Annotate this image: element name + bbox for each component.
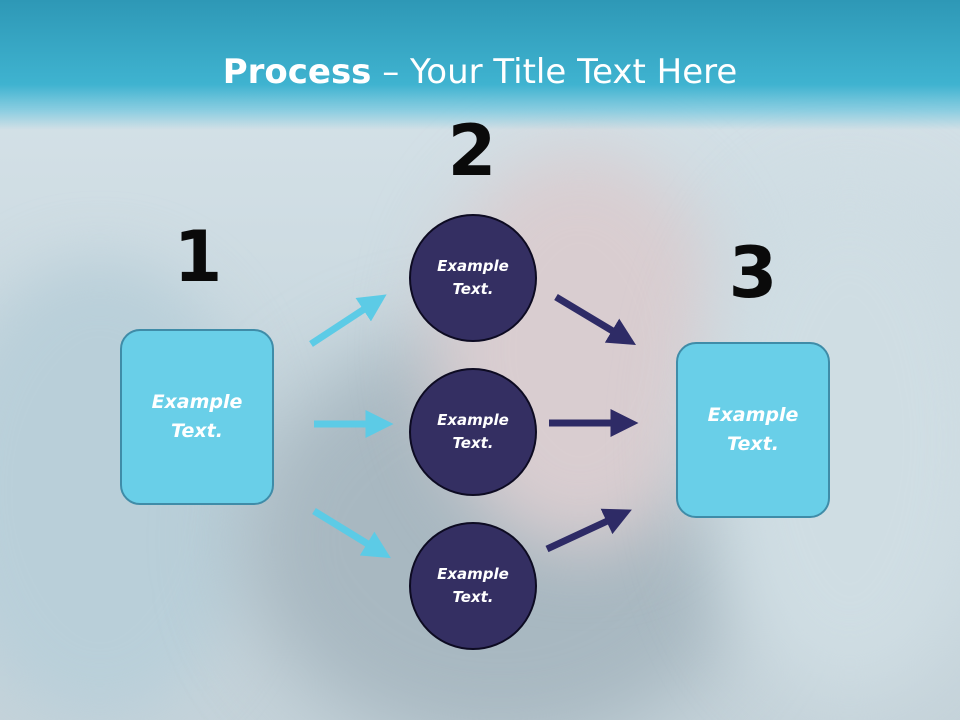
step-3-box[interactable]: Example Text.: [676, 342, 830, 518]
step-3-text: Example Text.: [707, 404, 799, 455]
arrow-right-up-icon: [309, 294, 387, 347]
arrow-right-down-icon: [554, 293, 637, 346]
step-1-box[interactable]: Example Text.: [120, 329, 274, 505]
circle-top[interactable]: Example Text.: [409, 214, 537, 342]
arrow-right-up-icon: [545, 508, 632, 553]
slide-title: Process – Your Title Text Here: [0, 52, 960, 92]
step-number-2: 2: [447, 110, 497, 192]
step-number-3: 3: [728, 232, 778, 314]
step-1-text: Example Text.: [151, 391, 243, 442]
circle-top-text: Example Text.: [437, 257, 509, 298]
arrow-right-down-icon: [312, 508, 391, 559]
title-bold: Process: [222, 52, 372, 92]
circle-bottom[interactable]: Example Text.: [409, 522, 537, 650]
circle-middle-text: Example Text.: [437, 411, 509, 452]
circle-middle[interactable]: Example Text.: [409, 368, 537, 496]
circle-bottom-text: Example Text.: [437, 565, 509, 606]
title-rest: – Your Title Text Here: [371, 52, 738, 92]
step-number-1: 1: [173, 216, 223, 298]
title-bar: [0, 0, 960, 130]
